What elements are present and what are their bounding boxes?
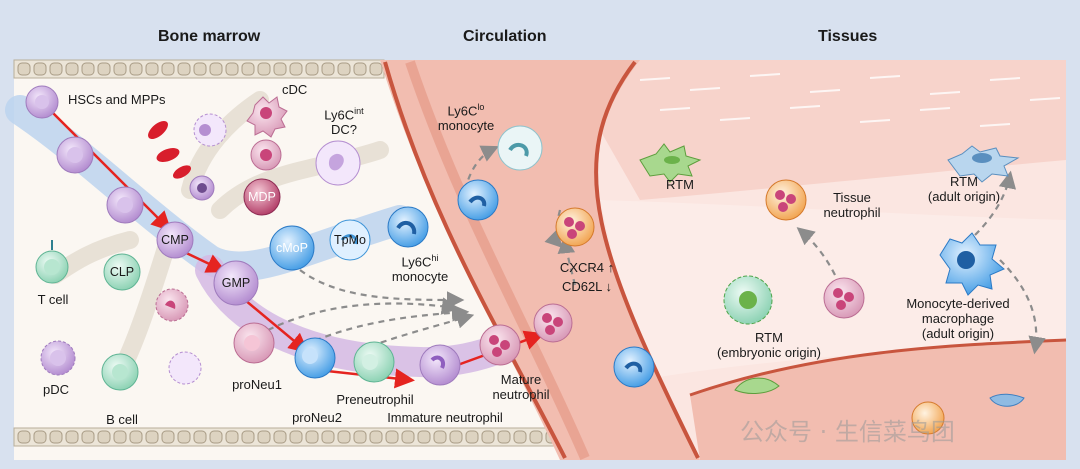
cell-circulating-neutrophil [533, 303, 573, 343]
cell-basophil [155, 288, 189, 322]
cell-ly6c-lo-monocyte [497, 125, 543, 171]
label-moderived-2: macrophage [921, 311, 995, 326]
label-ly6c-int-dc: Ly6Cint DC? [318, 104, 370, 137]
label-tpmo: TpMo [334, 233, 366, 247]
cell-proneu1 [233, 322, 275, 364]
cell-cmop [269, 225, 315, 271]
label-hscs-mpps: HSCs and MPPs [68, 92, 166, 107]
cell-b-cell [101, 353, 139, 391]
cell-erythroid [189, 175, 215, 201]
header-tissues: Tissues [818, 28, 878, 45]
label-mdp: MDP [248, 190, 276, 204]
cell-mature-neutrophil [479, 324, 521, 366]
label-rtm-adult-2: (adult origin) [927, 189, 1001, 204]
cell-cdc-precursor [250, 139, 282, 171]
label-b-cell: B cell [106, 412, 138, 427]
vessel-wall-left [383, 61, 567, 459]
label-preneutrophil: Preneutrophil [336, 392, 414, 407]
label-rtm-embryonic-1: RTM [755, 330, 783, 345]
tissue-vessel-wall [689, 338, 1067, 397]
label-mature-2: neutrophil [492, 387, 550, 402]
cell-cmp [156, 221, 194, 259]
label-rtm-embryonic: RTM (embryonic origin) [704, 330, 834, 360]
label-cd62l: CD62L ↓ [561, 279, 613, 294]
cell-tissue-neutrophil-2 [823, 277, 865, 319]
cell-tissue-neutrophil [765, 179, 807, 221]
label-ly6c-lo-base: Ly6C [447, 103, 478, 119]
label-tissue-neutrophil: Tissue neutrophil [812, 190, 892, 220]
cell-pdc [40, 340, 76, 376]
label-proneu2: proNeu2 [292, 410, 342, 425]
cell-clp [103, 253, 141, 291]
header-circulation: Circulation [463, 28, 547, 45]
label-tissue-2: neutrophil [823, 205, 881, 220]
label-mature-1: Mature [500, 372, 542, 387]
cell-monocyte-bottom [613, 346, 655, 388]
cell-ly6c-hi-monocyte [387, 206, 429, 248]
cell-preneutrophil [353, 341, 395, 383]
bone-band-bottom [13, 427, 675, 447]
vessel-wall-right [594, 60, 700, 459]
label-ly6c-int-sup: int [354, 106, 364, 116]
label-ly6c-int-rest: DC? [330, 122, 357, 138]
cell-mpp-2 [106, 186, 144, 224]
label-cdc: cDC [282, 82, 308, 97]
cell-tpmo [329, 219, 371, 261]
cell-tissue-green-bottom [734, 377, 780, 394]
label-monocyte-derived-macrophage: Monocyte-derived macrophage (adult origi… [896, 296, 1020, 341]
cell-megakaryocyte [193, 113, 227, 147]
label-cmop: cMoP [276, 241, 308, 255]
label-ly6c-lo-rest: monocyte [437, 118, 495, 134]
label-ly6c-hi-base: Ly6C [401, 254, 432, 270]
gray-dashed-arrows [267, 145, 1046, 355]
label-cmp: CMP [161, 233, 189, 247]
label-moderived-1: Monocyte-derived [906, 296, 1010, 311]
label-t-cell: T cell [37, 292, 69, 307]
label-ly6c-int-base: Ly6C [324, 107, 355, 123]
label-gmp: GMP [221, 276, 251, 290]
label-moderived-3: (adult origin) [921, 326, 995, 341]
label-proneu1: proNeu1 [232, 377, 282, 392]
label-rtm: RTM [666, 177, 694, 192]
label-tissue-1: Tissue [833, 190, 871, 205]
cell-circulating-monocyte [457, 179, 499, 221]
label-ly6c-lo-sup: lo [477, 102, 485, 112]
cell-mast [168, 351, 202, 385]
vessel-endothelium-left [405, 60, 590, 460]
cell-hsc [25, 85, 59, 119]
cell-proneu2 [294, 337, 336, 379]
label-ly6c-hi-sup: hi [431, 253, 439, 263]
bone-band-top [13, 59, 385, 79]
cell-rtm-embryonic [723, 275, 773, 325]
label-mature-neutrophil: Mature neutrophil [488, 372, 554, 402]
cell-rtm-epithelial [639, 143, 702, 183]
cell-gmp [213, 260, 259, 306]
label-rtm-embryonic-2: (embryonic origin) [716, 345, 822, 360]
watermark: 公众号 · 生信菜鸟团 [740, 418, 955, 446]
cell-t-cell [35, 240, 69, 284]
label-rtm-adult-1: RTM [950, 174, 978, 189]
cell-ly6c-int-dc [315, 140, 361, 186]
header-bone-marrow: Bone marrow [158, 28, 261, 45]
cell-tissue-orange-bottom [911, 401, 945, 435]
cell-mdp [243, 178, 281, 216]
label-cxcr4: CXCR4 ↑ [559, 260, 615, 275]
cell-rtm-adult [947, 145, 1020, 183]
label-rtm-adult: RTM (adult origin) [916, 174, 1012, 204]
cell-cdc [246, 96, 288, 138]
label-immature-neutrophil: Immature neutrophil [387, 410, 503, 425]
red-blood-cells [148, 121, 192, 179]
label-pdc: pDC [42, 382, 69, 397]
label-clp: CLP [109, 265, 135, 279]
label-ly6c-lo-monocyte: Ly6Clo monocyte [426, 100, 506, 133]
cell-mpp-1 [56, 136, 94, 174]
label-ly6c-hi-monocyte: Ly6Chi monocyte [384, 251, 456, 284]
cell-immature-neutrophil [419, 344, 461, 386]
cell-cxcr4-neutrophil [555, 207, 595, 247]
cell-monocyte-derived-macrophage [939, 232, 1005, 296]
cell-vessel-bottom-blue [989, 393, 1025, 407]
label-ly6c-hi-rest: monocyte [391, 269, 449, 285]
